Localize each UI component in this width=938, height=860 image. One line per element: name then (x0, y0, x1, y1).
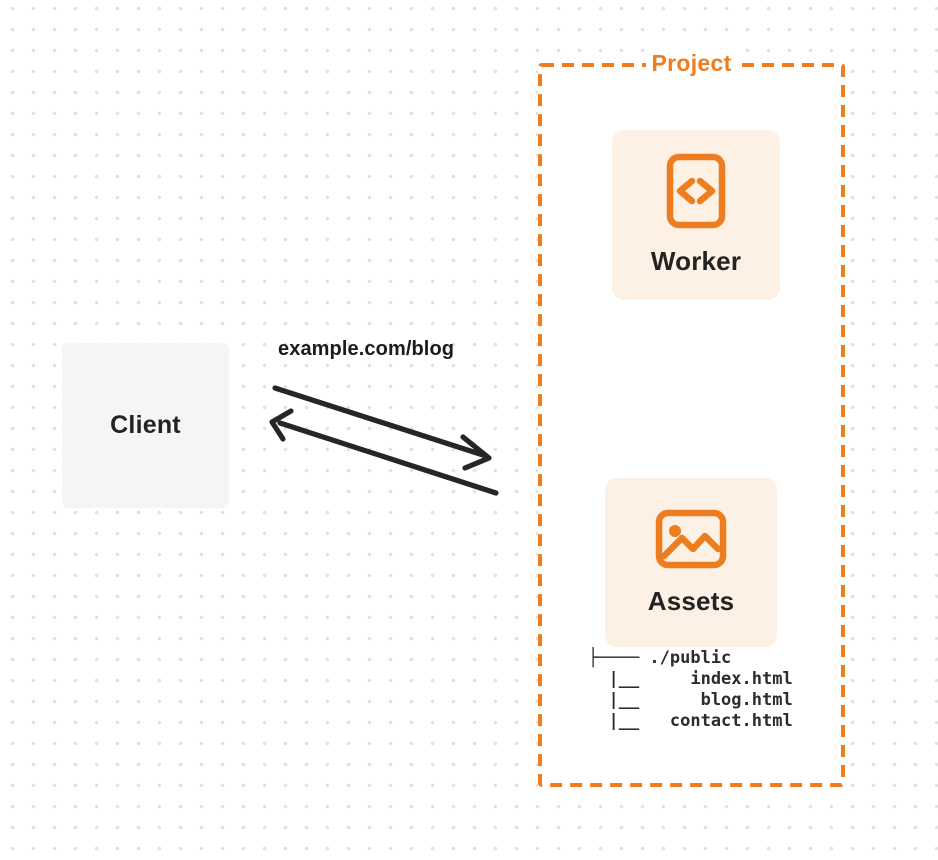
project-boundary: Project Worker Assets ├──── ./public |__… (538, 49, 845, 787)
code-file-icon (666, 153, 726, 229)
client-label: Client (110, 411, 181, 439)
project-label: Project (645, 49, 738, 77)
assets-file-tree: ├──── ./public |__ index.html |__ blog.h… (588, 648, 793, 731)
request-url-label: example.com/blog (278, 338, 455, 360)
assets-label: Assets (647, 585, 735, 616)
client-node: Client (62, 343, 229, 508)
request-arrow (272, 385, 492, 471)
worker-label: Worker (650, 246, 742, 276)
assets-node: Assets (605, 478, 777, 647)
request-response-arrows (269, 385, 499, 496)
image-icon (655, 509, 727, 568)
worker-node: Worker (612, 130, 780, 300)
response-arrow (269, 408, 499, 496)
